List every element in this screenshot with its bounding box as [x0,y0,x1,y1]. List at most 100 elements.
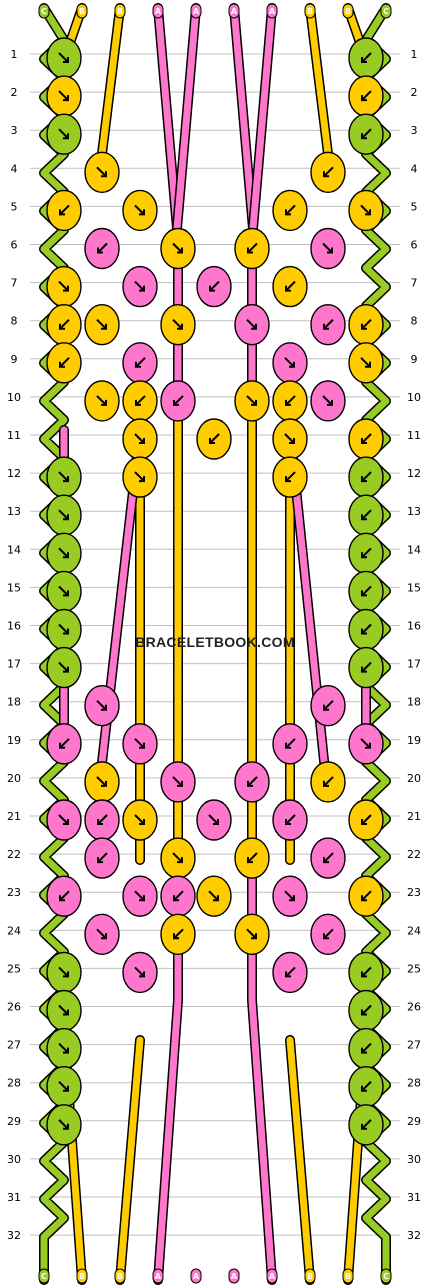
strand-end [304,1268,316,1284]
knot [46,875,82,917]
strand [172,4,200,244]
knot [348,342,384,384]
arrow-icon [97,852,108,864]
row-label: 13 [407,505,421,518]
strand-label: C [383,1272,389,1281]
row-label: 5 [411,200,418,213]
knot [196,875,232,917]
arrow-icon [323,699,334,711]
row-label: 4 [411,162,418,175]
row-label: 16 [7,620,21,633]
strand-label: A [155,7,162,16]
arrow-icon [361,814,372,825]
arrow-icon [135,395,146,406]
strand-end [38,1268,50,1284]
knot [348,532,384,574]
knot [160,761,196,803]
strand-label: A [269,1272,276,1281]
arrow-icon [96,928,107,940]
row-label: 28 [407,1077,421,1090]
strand-end [228,1268,240,1284]
arrow-icon [323,852,334,864]
row-label: 17 [407,658,421,671]
row-label: 25 [7,962,21,975]
knot [46,951,82,994]
strand-label: B [117,7,123,16]
knot [234,380,270,422]
arrow-icon [285,966,296,978]
knot [348,799,384,841]
arrow-icon [172,242,183,254]
knot [46,265,82,308]
knot [234,837,270,879]
row-label: 6 [411,239,418,252]
row-label: 24 [7,924,21,937]
arrow-icon [134,433,145,444]
knot [84,227,120,270]
arrow-icon [59,738,70,749]
knot [160,227,196,270]
knot [348,989,384,1032]
strand-end [266,1268,278,1284]
arrow-icon [361,318,372,330]
knot [348,37,384,79]
row-label: 2 [11,86,18,99]
row-label: 13 [7,505,21,518]
row-label: 23 [7,886,21,899]
knot [348,494,384,536]
row-label: 29 [7,1115,21,1128]
knot [272,723,308,765]
arrow-icon [361,433,372,444]
row-label: 4 [11,162,18,175]
knot [46,456,82,498]
row-label: 17 [7,658,21,671]
row-label: 23 [407,886,421,899]
knot [84,685,120,727]
row-label: 27 [407,1039,421,1052]
row-label: 26 [7,1001,21,1014]
strand-label: A [193,1272,200,1281]
knot [310,913,346,955]
arrow-icon [285,814,296,825]
arrow-icon [172,318,183,330]
knot [272,380,308,422]
arrow-icon [58,1119,69,1130]
arrow-icon [96,776,107,787]
arrow-icon [96,699,107,711]
row-label: 16 [407,620,421,633]
arrow-icon [247,242,258,254]
strand-label: A [193,7,200,16]
knot [196,265,232,308]
arrow-icon [59,357,70,368]
row-label: 24 [407,924,421,937]
row-label: 21 [407,810,421,823]
knot [84,304,120,346]
arrow-icon [361,1004,372,1016]
knot [46,1104,82,1146]
row-label: 3 [11,124,18,137]
strand-label: A [155,1272,162,1281]
knot [348,75,384,117]
arrow-icon [135,357,146,368]
strand [306,4,334,174]
arrow-icon [96,166,107,178]
row-label: 25 [407,962,421,975]
knot [160,380,196,422]
arrow-icon [134,966,145,978]
knot [160,304,196,346]
knot [84,799,120,841]
arrow-icon [361,1042,372,1054]
strand-label: A [231,7,238,16]
row-label: 27 [7,1039,21,1052]
knot [84,380,120,422]
arrow-icon [58,814,69,825]
knot [272,418,308,460]
arrow-icon [58,471,69,483]
row-label: 10 [7,391,21,404]
arrow-icon [58,509,69,521]
arrow-icon [361,1119,372,1130]
arrow-icon [284,357,295,368]
knot [310,304,346,346]
strand [96,4,124,174]
